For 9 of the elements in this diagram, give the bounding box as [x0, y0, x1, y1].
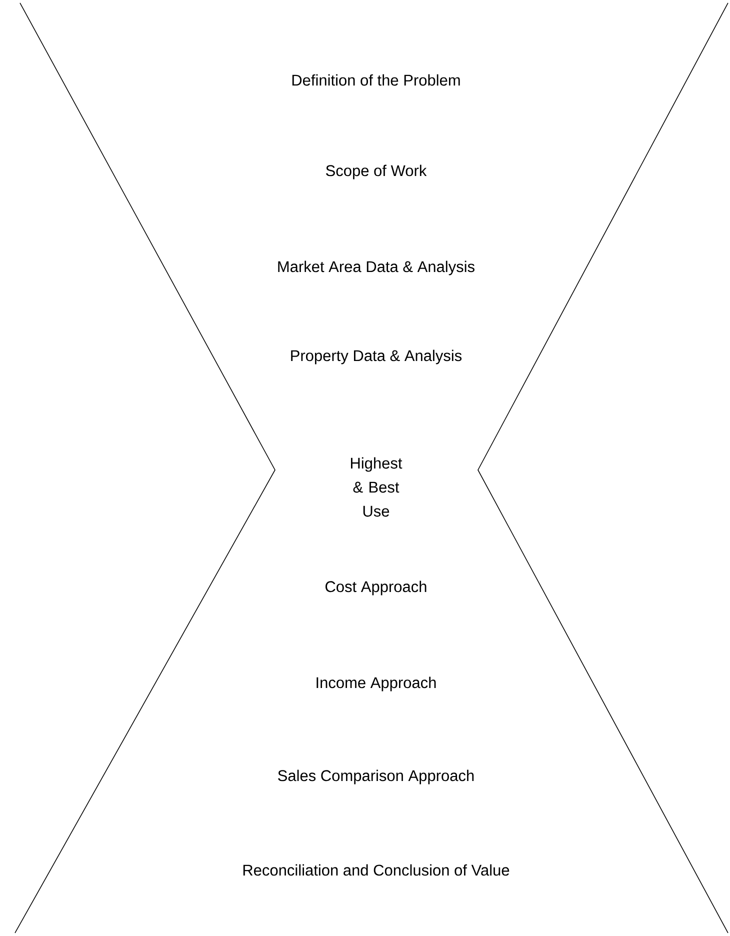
step-label: Income Approach [316, 676, 436, 692]
step-label: Highest & Best Use [351, 457, 402, 517]
step-label: Scope of Work [326, 164, 427, 180]
step-label: Reconciliation and Conclusion of Value [243, 864, 510, 876]
step-label: Property Data & Analysis [291, 350, 462, 364]
step-label: Cost Approach [326, 580, 426, 596]
step-label: Sales Comparison Approach [278, 770, 474, 784]
step-label: Definition of the Problem [292, 74, 460, 86]
step-label: Market Area Data & Analysis [278, 260, 474, 276]
